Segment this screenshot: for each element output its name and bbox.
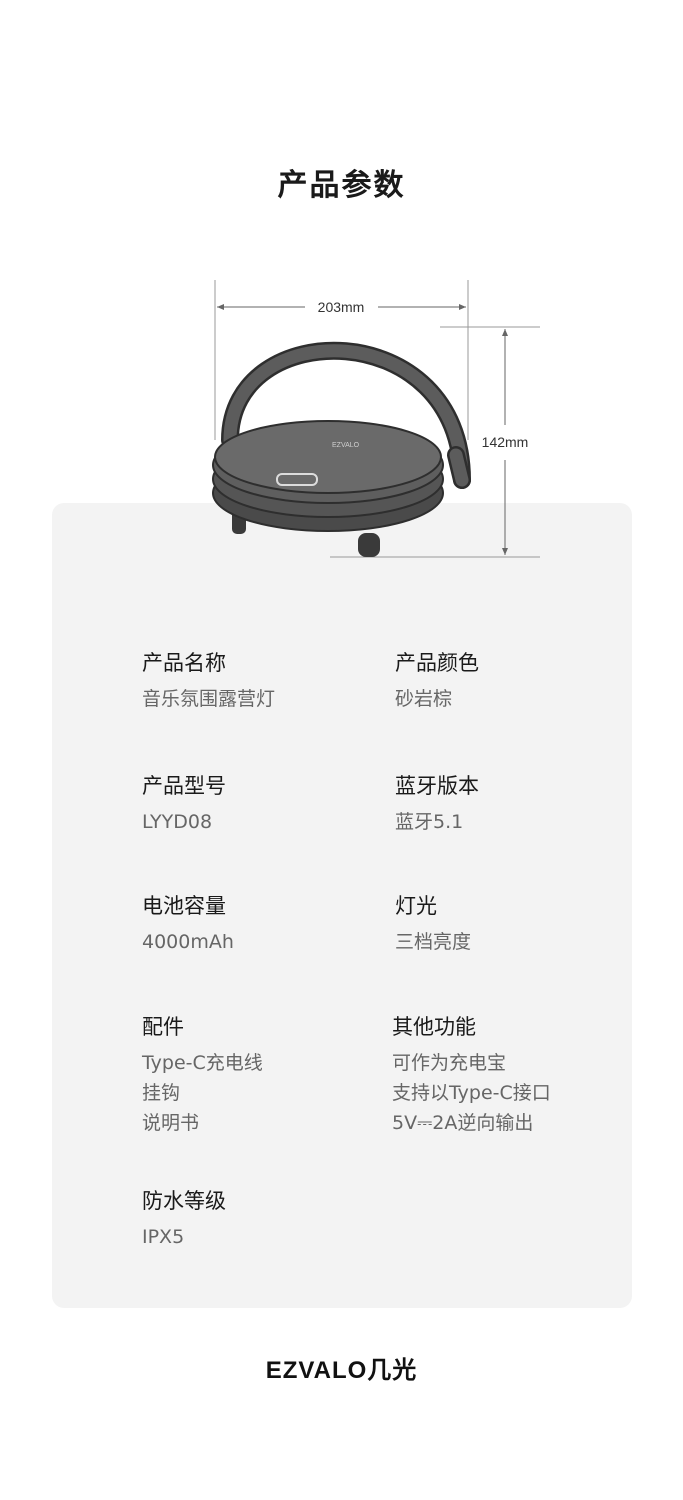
- spec-label: 其他功能: [392, 1015, 476, 1039]
- spec-label: 产品型号: [142, 774, 226, 798]
- spec-item-bluetooth: 蓝牙版本 蓝牙5.1: [395, 771, 625, 837]
- spec-label: 配件: [142, 1015, 184, 1039]
- spec-value-line: 挂钩: [142, 1082, 181, 1104]
- spec-label: 产品颜色: [395, 651, 479, 675]
- spec-label: 电池容量: [142, 894, 226, 918]
- spec-value-line: 支持以Type-C接口: [392, 1082, 551, 1104]
- spec-value-line: Type-C充电线: [142, 1052, 263, 1074]
- spec-label: 灯光: [395, 894, 437, 918]
- spec-value-line: 蓝牙5.1: [395, 811, 464, 833]
- spec-item-model: 产品型号 LYYD08: [142, 771, 372, 837]
- spec-value: 可作为充电宝 支持以Type-C接口 5V⎓2A逆向输出: [392, 1048, 652, 1138]
- spec-value: 三档亮度: [395, 927, 625, 957]
- width-dimension-label: 203mm: [318, 299, 365, 315]
- spec-value-line: 4000mAh: [142, 931, 234, 953]
- page-title: 产品参数: [277, 168, 406, 203]
- spec-item-light: 灯光 三档亮度: [395, 891, 625, 957]
- spec-value-line: 可作为充电宝: [392, 1052, 507, 1074]
- spec-value: 4000mAh: [142, 927, 372, 957]
- spec-value: Type-C充电线 挂钩 说明书: [142, 1048, 372, 1138]
- product-illustration: 203mm 142mm EZVALO: [212, 280, 540, 558]
- brand-logo: EZVALO几光: [265, 1357, 418, 1384]
- spec-value-line: 音乐氛围露营灯: [142, 688, 276, 710]
- height-dimension-label: 142mm: [482, 434, 529, 450]
- lid-brand-text: EZVALO: [332, 442, 360, 449]
- spec-item-accessories: 配件 Type-C充电线 挂钩 说明书: [142, 1012, 372, 1138]
- spec-value-line: LYYD08: [142, 811, 213, 833]
- spec-panel: [52, 503, 632, 1308]
- spec-value-line: IPX5: [142, 1226, 185, 1248]
- spec-item-color: 产品颜色 砂岩棕: [395, 648, 625, 714]
- spec-value: IPX5: [142, 1222, 372, 1252]
- spec-value: LYYD08: [142, 807, 372, 837]
- spec-item-waterproof: 防水等级 IPX5: [142, 1186, 372, 1252]
- spec-label: 产品名称: [142, 651, 226, 675]
- spec-value-line: 5V⎓2A逆向输出: [392, 1112, 534, 1134]
- spec-value: 音乐氛围露营灯: [142, 684, 372, 714]
- spec-value: 砂岩棕: [395, 684, 625, 714]
- spec-item-name: 产品名称 音乐氛围露营灯: [142, 648, 372, 714]
- spec-label: 防水等级: [142, 1189, 226, 1213]
- spec-value-line: 说明书: [142, 1112, 200, 1134]
- spec-item-other-features: 其他功能 可作为充电宝 支持以Type-C接口 5V⎓2A逆向输出: [392, 1012, 652, 1138]
- spec-item-battery: 电池容量 4000mAh: [142, 891, 372, 957]
- spec-value-line: 砂岩棕: [395, 688, 453, 710]
- spec-value-line: 三档亮度: [395, 931, 472, 953]
- spec-label: 蓝牙版本: [395, 774, 479, 798]
- spec-value: 蓝牙5.1: [395, 807, 625, 837]
